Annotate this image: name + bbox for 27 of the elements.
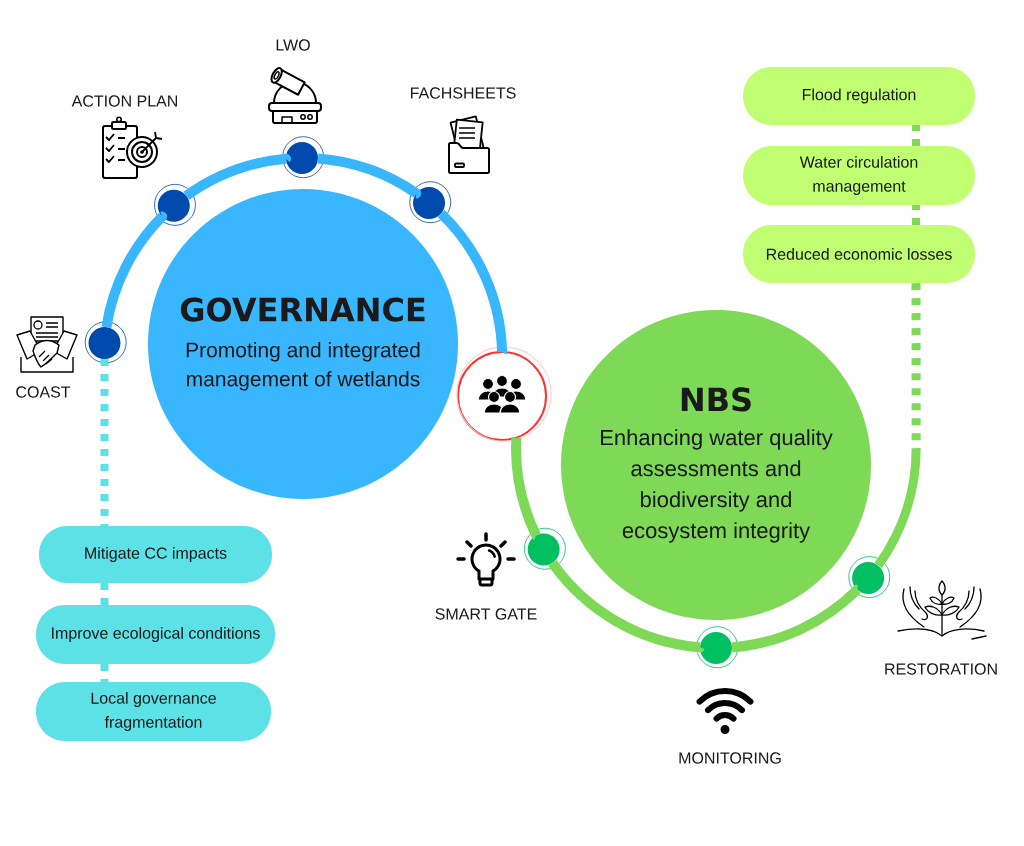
icon-caption: MONITORING bbox=[679, 752, 781, 764]
timeline-dot bbox=[282, 136, 325, 179]
timeline-dot bbox=[84, 321, 127, 364]
arc-connector bbox=[101, 211, 168, 329]
arc-connector bbox=[548, 559, 705, 653]
icon-caption: COAST bbox=[16, 386, 71, 398]
timeline-dot bbox=[848, 556, 891, 598]
timeline-dot bbox=[154, 183, 196, 226]
pill-box: Reduced economic losses bbox=[743, 225, 975, 283]
icon-caption: SMART GATE bbox=[435, 608, 537, 620]
arc-connector bbox=[511, 437, 542, 541]
timeline-dot bbox=[409, 181, 452, 224]
arc-connector bbox=[437, 210, 508, 357]
timeline-dot bbox=[696, 626, 739, 669]
pill-box: Local governance fragmentation bbox=[36, 682, 271, 741]
arc-connector bbox=[317, 153, 422, 199]
arc-connector bbox=[183, 153, 292, 200]
arc-connector bbox=[731, 584, 863, 653]
pill-box: Improve ecological conditions bbox=[36, 605, 275, 664]
timeline-dot bbox=[524, 527, 566, 570]
pill-box: Mitigate CC impacts bbox=[39, 526, 272, 583]
icon-caption: FACHSHEETS bbox=[411, 87, 516, 99]
icon-caption: LWO bbox=[276, 39, 310, 51]
icon-caption: RESTORATION bbox=[885, 663, 997, 675]
pill-box: Water circulation management bbox=[743, 146, 975, 205]
icon-caption: ACTION PLAN bbox=[71, 95, 177, 107]
pill-box: Flood regulation bbox=[743, 67, 975, 125]
